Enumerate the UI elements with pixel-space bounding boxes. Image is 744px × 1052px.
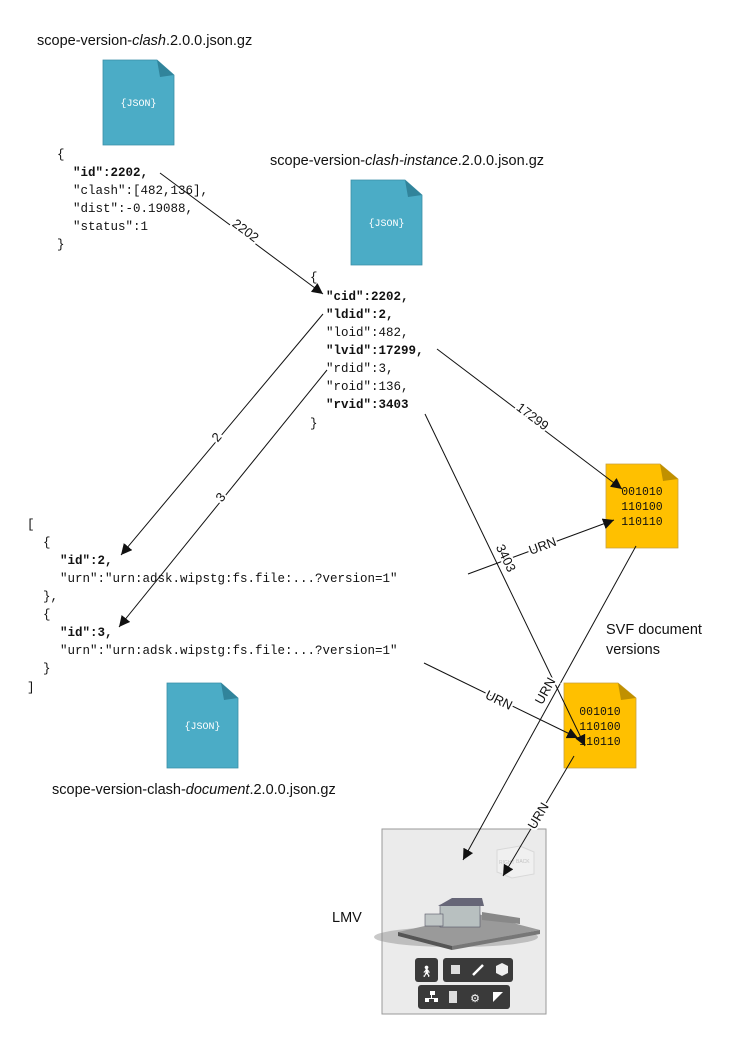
svg-text:{: {	[43, 608, 51, 622]
svg-text:"id":2202,: "id":2202,	[73, 166, 148, 180]
model-browser-icon[interactable]	[425, 991, 438, 1002]
svg-text:"rvid":3403: "rvid":3403	[326, 398, 409, 412]
svf-label: versions	[606, 642, 660, 658]
edge-2	[120, 313, 324, 556]
edge-label: URN	[524, 800, 551, 832]
edge-label: 3403	[493, 542, 519, 575]
svg-text:"clash":[482,136],: "clash":[482,136],	[73, 184, 208, 198]
svg-text:"status":1: "status":1	[73, 220, 148, 234]
svg-text:110100: 110100	[579, 721, 621, 734]
building-model	[374, 898, 540, 950]
json-icon-label: {JSON}	[368, 218, 404, 230]
person-icon: 🚶︎	[420, 965, 434, 978]
svg-text:{: {	[43, 536, 51, 550]
json-icon-label: {JSON}	[184, 721, 220, 733]
lmv-viewer: RIGHT BACK 🚶︎ ⚙	[374, 828, 547, 1015]
svf-file-icon: 001010 110100 110110	[563, 682, 637, 769]
svg-text:BACK: BACK	[516, 859, 530, 865]
properties-icon[interactable]	[449, 991, 457, 1003]
svg-text:001010: 001010	[579, 706, 621, 719]
svg-text:110110: 110110	[621, 516, 663, 529]
settings-icon[interactable]: ⚙	[470, 993, 480, 1005]
svg-text:[: [	[27, 518, 35, 532]
svg-text:},: },	[43, 590, 58, 604]
svg-text:"roid":136,: "roid":136,	[326, 380, 409, 394]
instance-json: { "cid":2202, "ldid":2, "loid":482, "lvi…	[310, 271, 424, 431]
viewer-toolbar: 🚶︎ ⚙	[415, 958, 513, 1009]
svg-text:{: {	[57, 148, 65, 162]
svg-text:}: }	[310, 417, 318, 431]
svg-text:110110: 110110	[579, 736, 621, 749]
svg-text:}: }	[43, 662, 51, 676]
svg-text:"cid":2202,: "cid":2202,	[326, 290, 409, 304]
svg-text:"urn":"urn:adsk.wipstg:fs.file: "urn":"urn:adsk.wipstg:fs.file:...?versi…	[60, 572, 398, 586]
edge-label: 17299	[514, 400, 552, 434]
edge-urn-4	[502, 755, 575, 877]
edge-label: 2202	[230, 216, 262, 245]
edge-label: 3	[212, 490, 228, 505]
svg-text:110100: 110100	[621, 501, 663, 514]
svg-text:{: {	[310, 271, 318, 285]
svg-text:"loid":482,: "loid":482,	[326, 326, 409, 340]
svg-text:"lvid":17299,: "lvid":17299,	[326, 344, 424, 358]
svg-text:"id":2,: "id":2,	[60, 554, 113, 568]
svg-text:}: }	[57, 238, 65, 252]
first-person-button[interactable]	[415, 958, 438, 982]
json-file-icon: {JSON}	[102, 59, 175, 146]
instance-file-title: scope-version-clash-instance.2.0.0.json.…	[270, 153, 544, 169]
edge-17299	[436, 348, 623, 490]
section-icon[interactable]	[451, 965, 460, 974]
edges: 2202 2 3 17299 3403 URN URN URN URN	[118, 172, 637, 877]
json-icon-label: {JSON}	[120, 98, 156, 110]
document-json: [ { "id":2, "urn":"urn:adsk.wipstg:fs.fi…	[27, 518, 398, 695]
json-file-icon: {JSON}	[166, 682, 239, 769]
edge-label: 2	[208, 430, 224, 445]
json-file-icon: {JSON}	[350, 179, 423, 266]
svf-file-icon: 001010 110100 110110	[605, 463, 679, 549]
document-file-title: scope-version-clash-document.2.0.0.json.…	[52, 782, 336, 798]
clash-file-title: scope-version-clash.2.0.0.json.gz	[37, 33, 252, 49]
edge-urn-1	[467, 518, 615, 575]
svf-label: SVF document	[606, 622, 702, 638]
viewcube-icon: RIGHT BACK	[496, 845, 535, 879]
edge-label: URN	[483, 687, 515, 713]
measure-icon[interactable]	[472, 964, 484, 976]
lmv-label: LMV	[332, 910, 362, 926]
svg-text:"ldid":2,: "ldid":2,	[326, 308, 394, 322]
svg-text:001010: 001010	[621, 486, 663, 499]
edge-label: URN	[532, 675, 559, 707]
edge-3403	[424, 413, 586, 747]
clash-json: { "id":2202, "clash":[482,136], "dist":-…	[57, 148, 208, 252]
edge-label: URN	[527, 534, 559, 558]
svg-text:]: ]	[27, 681, 35, 695]
edge-2202	[159, 172, 324, 295]
svg-text:RIGHT: RIGHT	[499, 860, 515, 866]
explode-icon[interactable]	[496, 963, 508, 976]
svg-text:"id":3,: "id":3,	[60, 626, 113, 640]
edge-3	[118, 369, 328, 628]
svg-text:"rdid":3,: "rdid":3,	[326, 362, 394, 376]
edge-urn-3	[462, 545, 637, 861]
edge-urn-2	[423, 662, 579, 739]
svg-text:"urn":"urn:adsk.wipstg:fs.file: "urn":"urn:adsk.wipstg:fs.file:...?versi…	[60, 644, 398, 658]
svg-text:"dist":-0.19088,: "dist":-0.19088,	[73, 202, 193, 216]
